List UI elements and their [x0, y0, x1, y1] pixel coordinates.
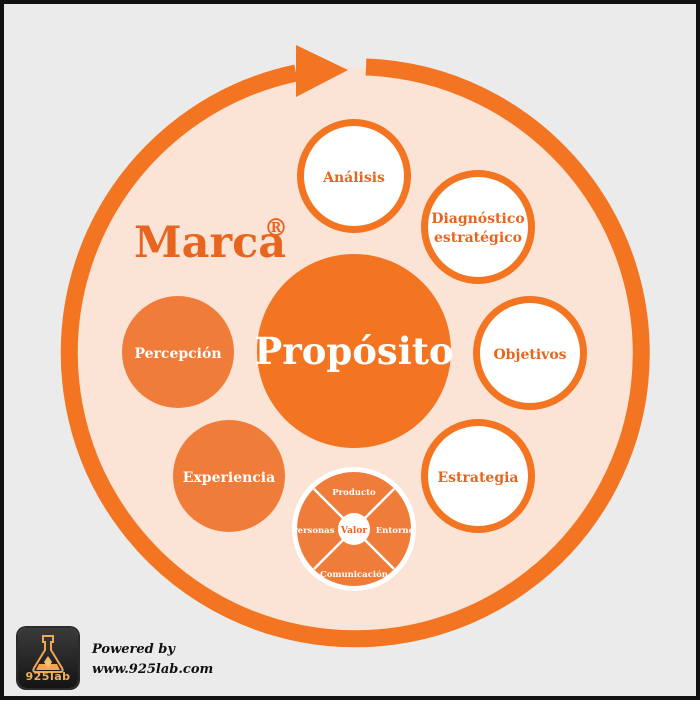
- cycle-arrowhead: [296, 45, 348, 97]
- value-wheel-top: Producto: [332, 488, 376, 498]
- cycle-ring: [60, 58, 650, 648]
- step-diagnostico-label-2: estratégico: [434, 230, 522, 246]
- brand-cycle-diagram: Marca ® Propósito Análisis Diagnóstico e…: [60, 45, 650, 648]
- value-wheel-left: Personas: [292, 526, 335, 536]
- registered-mark: ®: [264, 213, 288, 242]
- step-estrategia-label: Estrategia: [437, 470, 518, 486]
- brand-title: Marca: [134, 218, 286, 268]
- step-diagnostico: Diagnóstico estratégico: [421, 170, 535, 284]
- step-percepcion: Percepción: [122, 296, 234, 408]
- step-analisis-label: Análisis: [322, 170, 385, 186]
- logo-text: 925lab: [25, 670, 71, 683]
- flask-icon: [32, 635, 64, 673]
- value-wheel: Valor Producto Entorno Comunicación Pers…: [292, 467, 416, 591]
- powered-by-block: Powered by www.925lab.com: [92, 640, 213, 680]
- 925lab-logo[interactable]: 925lab: [18, 628, 78, 688]
- step-diagnostico-label-1: Diagnóstico: [431, 211, 524, 227]
- powered-by-label: Powered by: [92, 642, 175, 657]
- step-analisis: Análisis: [297, 119, 411, 233]
- purpose-circle: [257, 254, 451, 448]
- value-wheel-bottom: Comunicación: [320, 569, 388, 580]
- step-experiencia-label: Experiencia: [183, 470, 275, 486]
- value-wheel-right: Entorno: [376, 526, 415, 536]
- value-wheel-center: Valor: [340, 526, 367, 536]
- website-link[interactable]: www.925lab.com: [92, 662, 214, 677]
- purpose-label: Propósito: [254, 329, 453, 373]
- step-objetivos-label: Objetivos: [493, 347, 566, 363]
- step-experiencia: Experiencia: [173, 420, 285, 532]
- step-estrategia: Estrategia: [421, 419, 535, 533]
- step-objetivos: Objetivos: [473, 296, 587, 410]
- step-percepcion-label: Percepción: [134, 346, 221, 362]
